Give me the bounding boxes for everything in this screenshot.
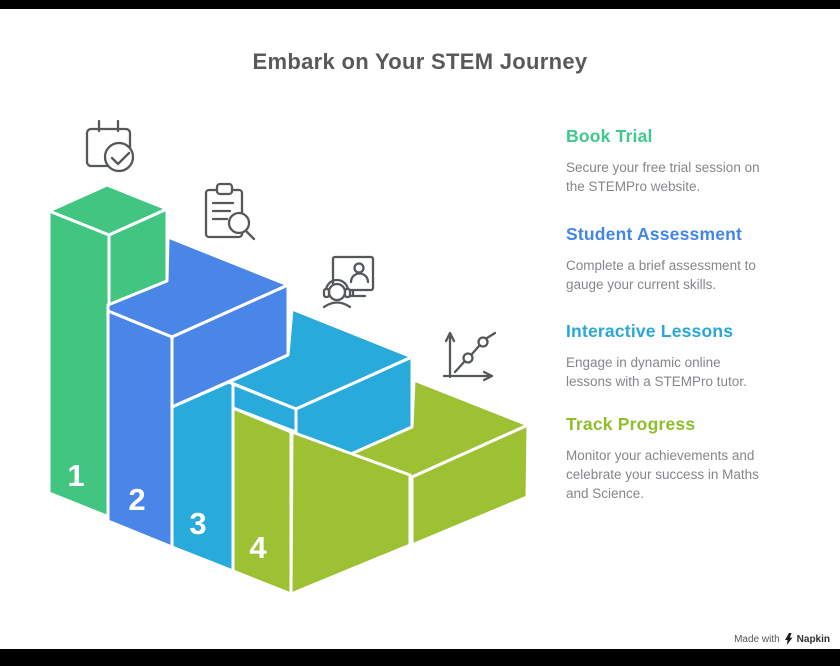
- watermark-brand: Napkin: [796, 633, 830, 645]
- section-description: Secure your free trial session on the ST…: [566, 160, 760, 194]
- section-description: Monitor your achievements and celebrate …: [566, 448, 759, 501]
- napkin-bolt-icon: [784, 633, 793, 645]
- line-chart-icon: [442, 331, 497, 382]
- step-1-number: 1: [67, 458, 84, 493]
- step-3-front-face: [170, 380, 235, 573]
- top-letterbox-bar: [0, 0, 840, 9]
- section-book-trial: Book Trial Secure your free trial sessio…: [566, 126, 811, 196]
- step-2-number: 2: [128, 482, 145, 517]
- section-heading: Track Progress: [566, 414, 696, 434]
- section-heading: Interactive Lessons: [566, 321, 734, 341]
- section-description: Complete a brief assessment to gauge you…: [566, 258, 756, 292]
- watermark-prefix: Made with: [734, 633, 780, 645]
- step-4-side-face: [410, 423, 530, 547]
- section-description: Engage in dynamic online lessons with a …: [566, 355, 747, 389]
- step-4-number: 4: [249, 530, 267, 565]
- section-student-assessment: Student Assessment Complete a brief asse…: [566, 224, 811, 294]
- step-4-front-face: [231, 406, 293, 596]
- calendar-check-icon: [85, 119, 135, 173]
- step-3-number: 3: [189, 506, 206, 541]
- page-title: Embark on Your STEM Journey: [252, 49, 588, 74]
- section-track-progress: Track Progress Monitor your achievements…: [566, 414, 811, 503]
- section-interactive-lessons: Interactive Lessons Engage in dynamic on…: [566, 321, 811, 391]
- section-heading: Book Trial: [566, 126, 653, 146]
- section-heading: Student Assessment: [566, 224, 743, 244]
- made-with-napkin-watermark: Made with Napkin: [734, 633, 830, 645]
- bottom-letterbox-bar: [0, 649, 840, 666]
- clipboard-search-icon: [204, 182, 256, 241]
- step-4-bar: [231, 378, 530, 596]
- online-lesson-icon: [322, 255, 375, 309]
